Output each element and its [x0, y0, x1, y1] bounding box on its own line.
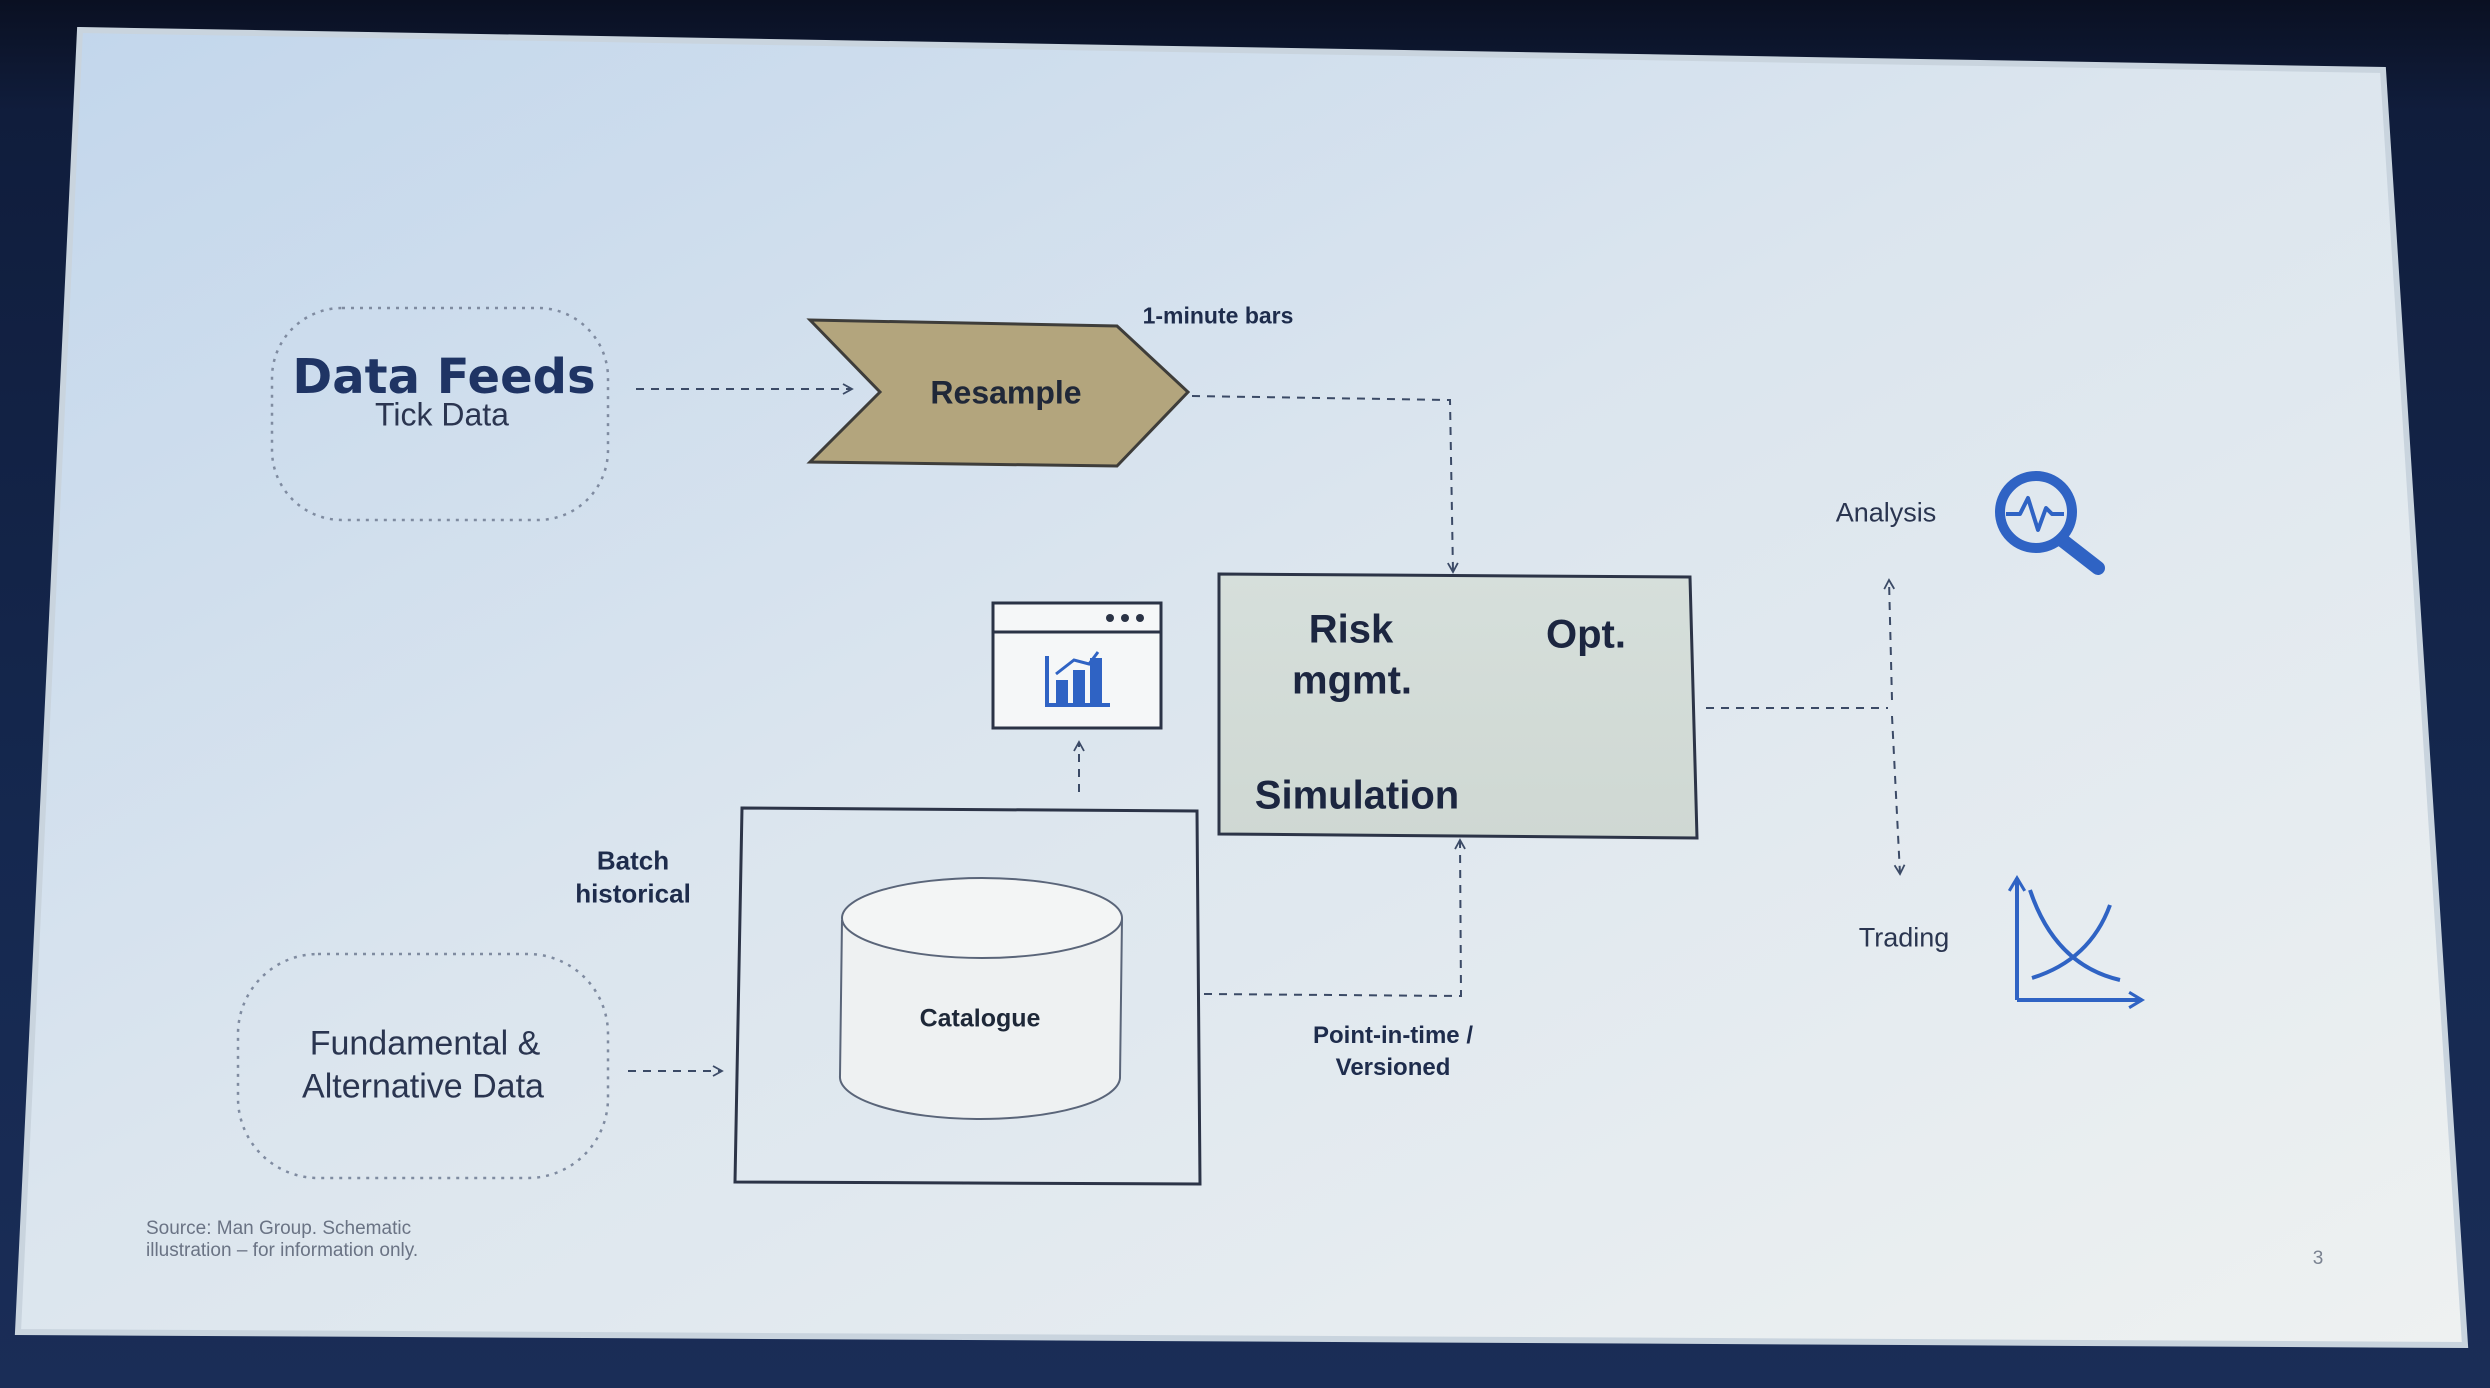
data-feeds-title: Data Feeds [292, 349, 596, 405]
trading-label: Trading [1858, 922, 1950, 953]
arrow-to-trading [1891, 715, 1906, 876]
source-note-line1: Source: Man Group. Schematic [146, 1218, 412, 1239]
point-in-time-line2: Versioned [1335, 1054, 1451, 1081]
risk-label-line2: mgmt. [1292, 658, 1412, 703]
simulation-box [1217, 572, 1699, 840]
data-feeds-subtitle: Tick Data [375, 396, 509, 433]
one-minute-bars-label: 1-minute bars [1142, 302, 1294, 329]
resample-label: Resample [930, 374, 1082, 411]
arrow-resample-to-simulation [1191, 395, 1459, 574]
intersecting-curves-icon [2017, 878, 2142, 1000]
catalogue-label: Catalogue [919, 1004, 1041, 1033]
arrow-catalogue-to-simulation [1203, 838, 1466, 998]
batch-label-line1: Batch [596, 845, 670, 876]
fundamental-label-line2: Alternative Data [302, 1067, 544, 1106]
data-feeds-box [270, 306, 610, 522]
database-cylinder-icon [838, 877, 1123, 1121]
page-number: 3 [2312, 1248, 2324, 1269]
source-note-line2: illustration – for information only. [146, 1240, 419, 1261]
batch-label-line2: historical [575, 878, 691, 909]
chart-window-icon [991, 601, 1163, 730]
risk-label-line1: Risk [1308, 607, 1394, 652]
analysis-label: Analysis [1835, 497, 1937, 528]
fundamental-data-box [236, 952, 610, 1180]
resample-chevron [806, 318, 1191, 468]
fundamental-label-line1: Fundamental & [309, 1024, 541, 1063]
point-in-time-line1: Point-in-time / [1313, 1022, 1473, 1049]
catalogue-box [733, 806, 1202, 1186]
arrow-to-analysis [1883, 578, 1895, 701]
opt-label: Opt. [1546, 612, 1626, 657]
simulation-label: Simulation [1254, 773, 1460, 818]
magnifier-pulse-icon [1995, 471, 2105, 575]
